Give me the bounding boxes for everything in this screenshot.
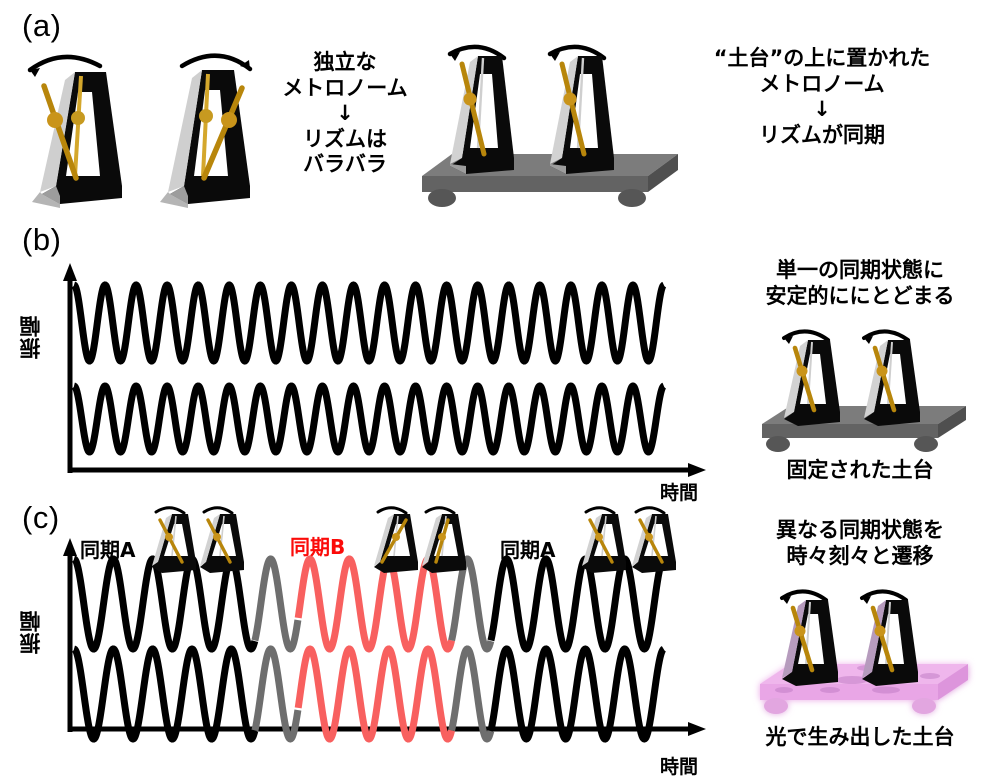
- swing-arc-icon: [862, 329, 910, 342]
- panel-b-bottom-caption: 固定された土台: [786, 458, 934, 482]
- state-label-sync-a-2: 同期A: [500, 538, 556, 562]
- panel-a-left-caption: 独立な メトロノーム ↓ リズムは バラバラ: [282, 50, 408, 177]
- panel-c-light-base-illustration: [748, 580, 983, 730]
- swing-arc-icon: [27, 54, 103, 73]
- panel-c-axes: [63, 538, 706, 736]
- metronome-pair-sync-b: [370, 500, 480, 580]
- swing-arc-icon: [782, 329, 830, 342]
- metronome-free-2: [150, 36, 275, 211]
- metronome-pair-on-base: [400, 26, 700, 226]
- swing-arc-icon: [202, 506, 234, 515]
- swing-arc-icon: [584, 506, 616, 515]
- waveform-segment: [487, 645, 666, 743]
- waveform-segment: [487, 555, 666, 653]
- waveform-segment: [251, 645, 302, 743]
- swing-arc-icon: [860, 589, 908, 602]
- waveform-segment: [448, 555, 495, 653]
- panel-c-bottom-caption: 光で生み出した土台: [765, 725, 955, 749]
- panel-b-rigid-base-illustration: [748, 320, 983, 465]
- swing-arc-icon: [780, 589, 828, 602]
- waveform-segment: [294, 645, 455, 743]
- panel-c-label: (c): [22, 500, 60, 535]
- panel-b-label: (b): [22, 222, 62, 257]
- panel-a-label: (a): [22, 8, 62, 43]
- panel-c-ylabel: 振幅: [19, 610, 43, 654]
- waveform-segment: [72, 645, 259, 743]
- panel-b-ylabel: 振幅: [19, 315, 43, 359]
- swing-arc-icon: [547, 44, 607, 61]
- panel-b-top-caption: 単一の同期状態に 安定的ににとどまる: [765, 258, 955, 308]
- panel-b-axes: [63, 263, 706, 477]
- waveform-segment: [251, 555, 302, 653]
- metronome-pair-sync-a-2: [578, 500, 693, 580]
- waveform-segment: [72, 555, 259, 653]
- panel-a-right-caption: “土台”の上に置かれた メトロノーム ↓ リズムが同期: [713, 46, 931, 147]
- swing-arc-icon: [179, 53, 253, 72]
- swing-arc-icon: [154, 506, 186, 515]
- swing-arc-icon: [424, 506, 456, 515]
- metronome-free-1: [18, 36, 143, 211]
- swing-arc-icon: [634, 506, 666, 515]
- metronome-pair-sync-a-1: [148, 500, 258, 580]
- swing-arc-icon: [447, 44, 507, 61]
- state-label-sync-b: 同期B: [290, 535, 346, 559]
- panel-c-top-caption: 異なる同期状態を 時々刻々と遷移: [776, 518, 944, 568]
- panel-b-chart: [52, 255, 712, 490]
- panel-c-chart: [52, 530, 712, 745]
- waveform-segment: [448, 645, 495, 743]
- state-label-sync-a-1: 同期A: [80, 538, 136, 562]
- panel-c-xlabel: 時間: [660, 756, 699, 778]
- waveform-segment: [71, 281, 667, 365]
- waveform-segment: [71, 382, 666, 456]
- panel-b-xlabel: 時間: [660, 482, 699, 504]
- swing-arc-icon: [376, 506, 408, 515]
